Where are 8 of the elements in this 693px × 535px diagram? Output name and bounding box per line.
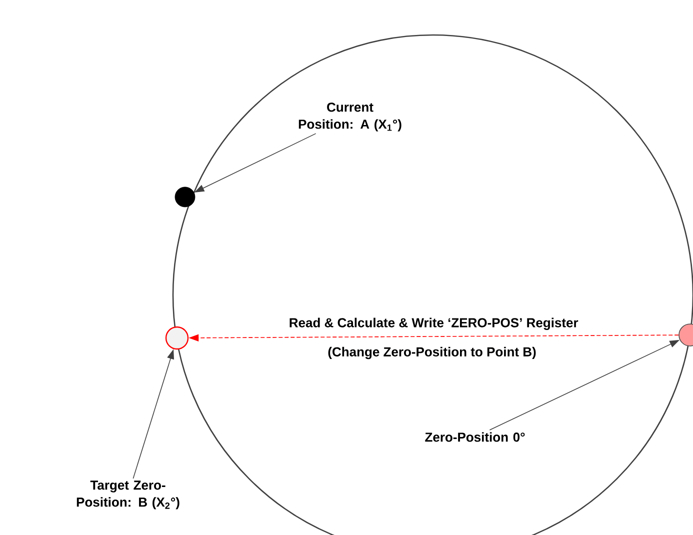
- label-text: Current Position: A (X$_{1}$°): [298, 102, 402, 132]
- label-text: Target Zero-Position: B (X$_{2}$°): [76, 480, 180, 510]
- position-dot: [174, 186, 196, 208]
- note-text: (Change Zero-Position to Point B): [328, 346, 536, 360]
- position-dot: [165, 326, 189, 350]
- label-text: Zero-Position 0°: [425, 432, 525, 442]
- edge-label: Read & Calculate & Write ‘ZERO-POS’ Register: [290, 318, 578, 330]
- position-dot: [678, 324, 693, 346]
